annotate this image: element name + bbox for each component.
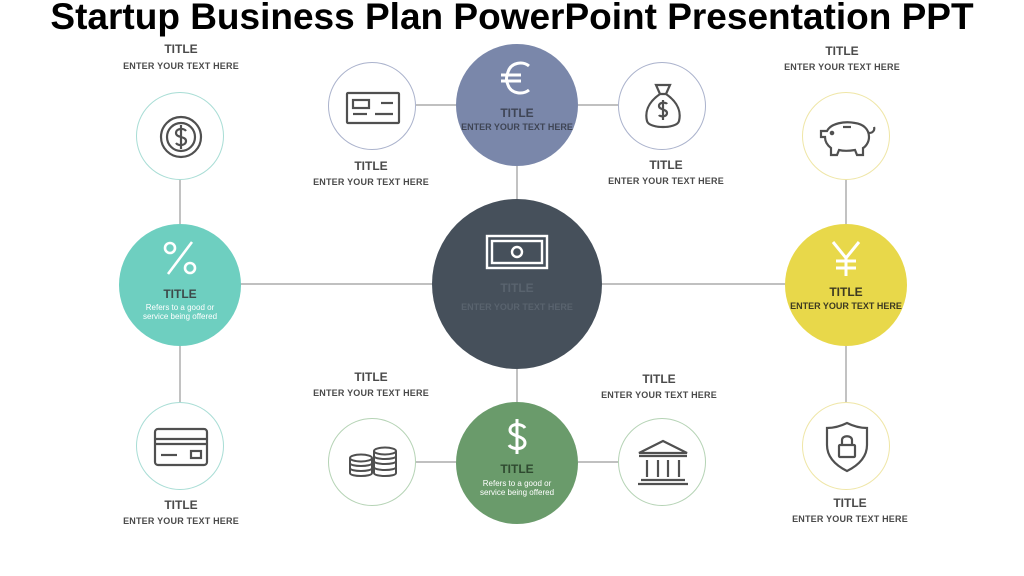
page-title: Startup Business Plan PowerPoint Present… (50, 0, 974, 37)
node-subtitle: ENTER YOUR TEXT HERE (313, 388, 429, 398)
node-title: TITLE (825, 44, 859, 58)
yen-node: TITLE ENTER YOUR TEXT HERE (785, 224, 907, 346)
cheque-node (328, 62, 416, 150)
euro-node: TITLE ENTER YOUR TEXT HERE (456, 44, 578, 166)
shield-node (802, 402, 890, 490)
money-bag-icon (645, 83, 681, 129)
node-title: TITLE (649, 158, 683, 172)
center-node: TITLE ENTER YOUR TEXT HERE (432, 199, 602, 369)
node-title: TITLE (354, 370, 388, 384)
node-subtitle: ENTER YOUR TEXT HERE (601, 390, 717, 400)
node-subtitle: ENTER YOUR TEXT HERE (123, 516, 239, 526)
bank-icon (638, 439, 688, 486)
coins-node (328, 418, 416, 506)
node-title: TITLE (163, 287, 197, 301)
node-title: TITLE (833, 496, 867, 510)
node-title: TITLE (500, 281, 534, 295)
banknote-icon (485, 234, 549, 270)
node-title: TITLE (164, 42, 198, 56)
shield-lock-icon (825, 421, 869, 473)
node-subtitle: ENTER YOUR TEXT HERE (461, 302, 573, 312)
node-title: TITLE (164, 498, 198, 512)
percent-node: TITLE Refers to a good or service being … (119, 224, 241, 346)
piggy-node (802, 92, 890, 180)
piggy-bank-icon (819, 121, 876, 157)
node-subtitle: ENTER YOUR TEXT HERE (790, 301, 902, 311)
node-subtitle: Refers to a good or service being offere… (142, 303, 218, 321)
dollar-node: TITLE Refers to a good or service being … (456, 402, 578, 524)
node-subtitle: ENTER YOUR TEXT HERE (313, 177, 429, 187)
node-title: TITLE (500, 106, 534, 120)
credit-card-icon (153, 427, 209, 467)
node-title: TITLE (500, 462, 534, 476)
yen-icon (831, 241, 861, 276)
card-node (136, 402, 224, 490)
node-subtitle: ENTER YOUR TEXT HERE (792, 514, 908, 524)
node-subtitle: ENTER YOUR TEXT HERE (461, 122, 573, 132)
euro-icon (501, 61, 530, 95)
node-title: TITLE (354, 159, 388, 173)
node-title: TITLE (829, 285, 863, 299)
node-title: TITLE (642, 372, 676, 386)
cheque-icon (345, 91, 401, 125)
node-subtitle: ENTER YOUR TEXT HERE (608, 176, 724, 186)
coin-node (136, 92, 224, 180)
dollar-coin-icon (159, 115, 203, 159)
node-subtitle: ENTER YOUR TEXT HERE (784, 62, 900, 72)
coin-stack-icon (349, 446, 397, 477)
bank-node (618, 418, 706, 506)
percent-icon (163, 241, 197, 275)
node-subtitle: Refers to a good or service being offere… (479, 479, 555, 497)
dollar-icon (507, 419, 527, 454)
node-subtitle: ENTER YOUR TEXT HERE (123, 61, 239, 71)
moneybag-node (618, 62, 706, 150)
